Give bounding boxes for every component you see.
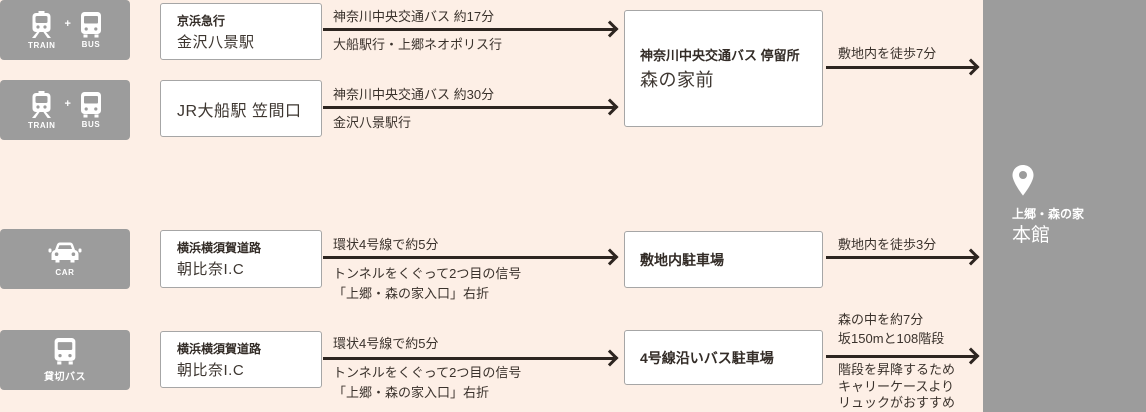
box-site-parking: 敷地内駐車場 xyxy=(624,231,823,288)
road-name: 横浜横須賀道路 xyxy=(177,341,262,356)
bus-bound-label: 大船駅行・上郷ネオポリス行 xyxy=(333,37,503,52)
bus-label: BUS xyxy=(81,40,101,49)
box-route4-bus-parking: 4号線沿いバス駐車場 xyxy=(624,330,823,385)
rail-company-label: 京浜急行 xyxy=(177,13,226,28)
bus-label: BUS xyxy=(81,120,101,129)
arrow-bus-parking-to-honkan xyxy=(826,355,975,358)
parking-name: 敷地内駐車場 xyxy=(640,251,724,268)
mode-train-bus-1: TRAIN + BUS xyxy=(0,0,130,60)
bus-stop-name: 森の家前 xyxy=(640,70,714,90)
box-bus-stop-morinoie-mae: 神奈川中央交通バス 停留所 森の家前 xyxy=(624,10,823,127)
car-icon xyxy=(48,242,82,262)
destination-panel: 上郷・森の家 本館 xyxy=(983,0,1146,412)
bus-bound-label: 金沢八景駅行 xyxy=(333,115,412,130)
plus-icon: + xyxy=(64,98,71,110)
arrow-ic-to-bus-parking xyxy=(323,357,614,360)
stairs-note-line3: リュックがおすすめ xyxy=(838,395,956,410)
train-icon xyxy=(32,10,52,38)
train-column: TRAIN xyxy=(28,10,56,50)
train-column: TRAIN xyxy=(28,90,56,130)
arrow-ic-to-site-parking xyxy=(323,256,614,259)
mode-car: CAR xyxy=(0,229,130,289)
bus-icon xyxy=(80,92,101,118)
map-pin-icon xyxy=(1012,165,1034,196)
route-duration-label: 環状4号線で約5分 xyxy=(333,237,439,252)
train-label: TRAIN xyxy=(28,120,56,130)
parking-name: 4号線沿いバス駐車場 xyxy=(640,349,774,366)
route-duration-label: 環状4号線で約5分 xyxy=(333,336,439,351)
bus-column: BUS xyxy=(80,91,102,129)
bus-icon xyxy=(80,12,101,38)
box-jr-ofuna-station: JR大船駅 笠間口 xyxy=(160,80,322,137)
car-label: CAR xyxy=(55,267,75,277)
stairs-note-line1: 階段を昇降するため xyxy=(838,362,956,377)
destination-name: 上郷・森の家 xyxy=(1012,207,1085,221)
route-note-line1: トンネルをくぐって2つ目の信号 xyxy=(333,266,522,281)
forest-walk-label-line2: 坂150mと108階段 xyxy=(838,331,945,346)
route-note-line2: 「上郷・森の家入口」右折 xyxy=(333,286,490,301)
box-asahina-ic-bus: 横浜横須賀道路 朝比奈I.C xyxy=(160,331,322,388)
arrow-keihin-to-bus-stop xyxy=(323,28,614,31)
arrow-parking-to-honkan xyxy=(826,256,975,259)
route-note-line2: 「上郷・森の家入口」右折 xyxy=(333,385,490,400)
mode-charter-bus: 貸切バス xyxy=(0,330,130,390)
bus-line-duration-label: 神奈川中央交通バス 約17分 xyxy=(333,9,495,24)
stairs-note-line2: キャリーケースより xyxy=(838,379,955,394)
charter-bus-label: 貸切バス xyxy=(44,372,86,383)
arrow-ofuna-to-bus-stop xyxy=(323,106,614,109)
box-keihin-kanazawa-hakkei-station: 京浜急行 金沢八景駅 xyxy=(160,3,322,60)
walk-duration-label: 敷地内を徒歩7分 xyxy=(838,46,937,61)
forest-walk-label-line1: 森の中を約7分 xyxy=(838,312,924,327)
bus-column: BUS xyxy=(80,11,102,49)
interchange-name: 朝比奈I.C xyxy=(177,261,245,278)
train-icon xyxy=(32,90,52,118)
box-asahina-ic-car: 横浜横須賀道路 朝比奈I.C xyxy=(160,230,322,288)
interchange-name: 朝比奈I.C xyxy=(177,361,245,379)
road-name: 横浜横須賀道路 xyxy=(177,241,262,255)
mode-train-bus-2: TRAIN + BUS xyxy=(0,80,130,140)
station-name: 金沢八景駅 xyxy=(177,33,255,51)
charter-bus-icon xyxy=(54,338,76,365)
station-name: JR大船駅 笠間口 xyxy=(177,102,302,120)
destination-building: 本館 xyxy=(1012,225,1051,246)
plus-icon: + xyxy=(64,18,71,30)
arrow-bus-stop-to-honkan xyxy=(826,66,975,69)
bus-stop-type-label: 神奈川中央交通バス 停留所 xyxy=(640,48,800,63)
route-note-line1: トンネルをくぐって2つ目の信号 xyxy=(333,365,522,380)
walk-duration-label: 敷地内を徒歩3分 xyxy=(838,237,937,252)
bus-line-duration-label: 神奈川中央交通バス 約30分 xyxy=(333,87,495,102)
train-label: TRAIN xyxy=(28,40,56,50)
